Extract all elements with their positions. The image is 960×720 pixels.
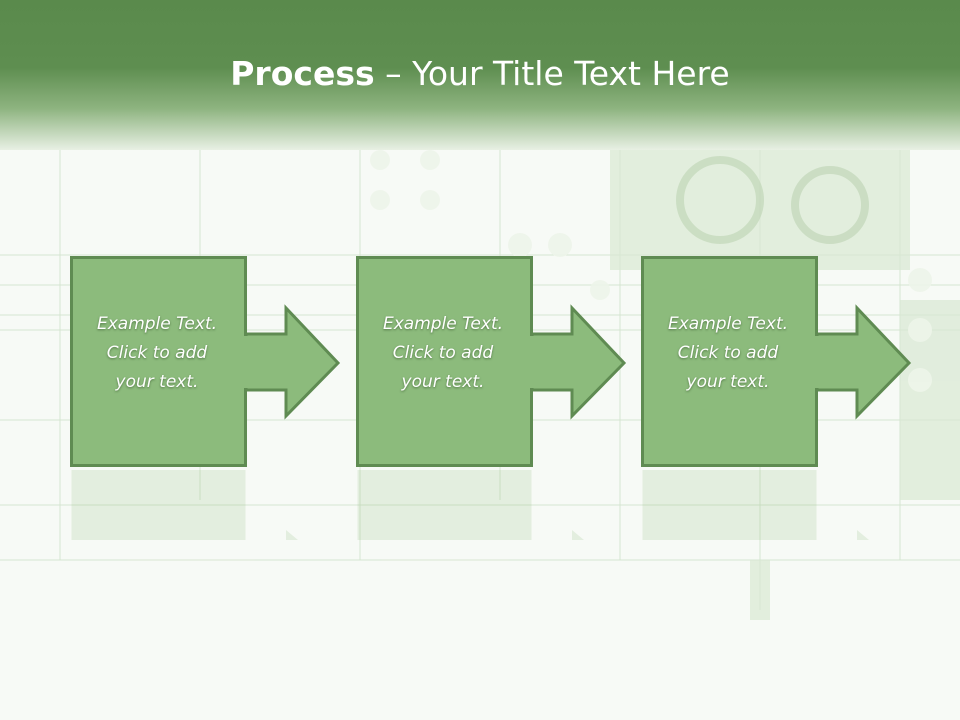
step-1-arrow-shape — [70, 256, 341, 467]
title-bold-text: Process — [230, 54, 375, 93]
step-3-text[interactable]: Example Text. Click to add your text. — [667, 314, 789, 392]
step-3-reflection — [642, 470, 869, 540]
step-2-arrow-shape — [356, 256, 627, 467]
step-3-arrow-shape — [641, 256, 912, 467]
process-step-3[interactable]: Example Text. Click to add your text. — [641, 256, 921, 468]
title-rest-text: – Your Title Text Here — [374, 54, 730, 93]
step-2-reflection — [357, 470, 584, 540]
step-1-text[interactable]: Example Text. Click to add your text. — [96, 314, 218, 392]
step-1-reflection — [71, 470, 298, 540]
process-step-1[interactable]: Example Text. Click to add your text. — [70, 256, 350, 468]
process-step-2[interactable]: Example Text. Click to add your text. — [356, 256, 636, 468]
step-2-text[interactable]: Example Text. Click to add your text. — [382, 314, 504, 392]
title-header-band — [0, 0, 960, 150]
slide-title[interactable]: Process – Your Title Text Here — [0, 52, 960, 96]
